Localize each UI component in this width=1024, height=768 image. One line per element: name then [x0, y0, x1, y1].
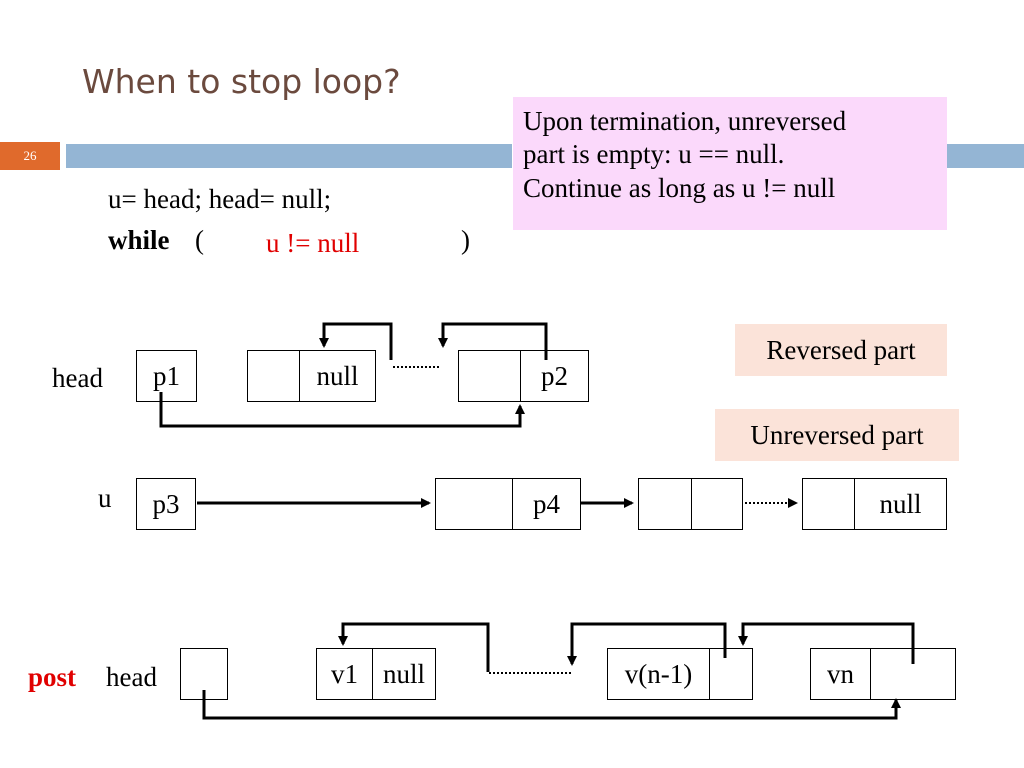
- arrow-r3-back-from-vn: [738, 622, 915, 664]
- head-label: head: [52, 363, 103, 393]
- cell-vn1: v(n-1): [607, 648, 710, 700]
- code-line-1: u= head; head= null;: [108, 184, 332, 214]
- cell-null-r1: null: [299, 350, 376, 402]
- u-label: u: [98, 483, 112, 513]
- cell-empty-r2c: [691, 478, 743, 530]
- post-head-label: head: [106, 662, 157, 692]
- arrow-r3-back-from-vn1: [567, 622, 727, 666]
- header-band-left: [66, 144, 512, 168]
- cell-v1: v1: [316, 648, 373, 700]
- callout-line-1: Upon termination, unreversed: [523, 106, 847, 136]
- while-close-paren: ): [461, 225, 470, 255]
- cell-empty-r2d: [802, 478, 855, 530]
- cell-p3: p3: [136, 478, 196, 530]
- arrow-r1-back-from-p2: [438, 322, 548, 360]
- cell-null-r2: null: [854, 478, 947, 530]
- post-label: post: [28, 662, 77, 692]
- cell-p2: p2: [520, 350, 589, 402]
- cell-null-r3: null: [372, 648, 436, 700]
- cell-empty-r1b: [458, 350, 521, 402]
- cell-empty-r2a: [435, 478, 513, 530]
- slide-title: When to stop loop?: [82, 62, 401, 101]
- arrow-r1-head-to-last: [159, 392, 525, 428]
- cell-p4: p4: [512, 478, 581, 530]
- header-band-right: [947, 144, 1024, 168]
- arrow-r1-back-to-null: [319, 322, 393, 360]
- cell-vn: vn: [810, 648, 871, 700]
- cell-empty-r3a: [709, 648, 753, 700]
- slide-number: 26: [0, 142, 60, 170]
- unreversed-part-tag: Unreversed part: [715, 409, 959, 461]
- arrow-r3-head-to-vn: [202, 690, 901, 720]
- cell-empty-r2b: [638, 478, 692, 530]
- callout-line-3: Continue as long as u != null: [523, 172, 836, 203]
- arrow-r3-back-to-v1: [338, 622, 490, 672]
- loop-condition: u != null: [266, 228, 360, 258]
- while-keyword: while: [108, 225, 170, 255]
- cell-p1: p1: [136, 350, 197, 402]
- while-open-paren: (: [195, 225, 204, 255]
- termination-callout: Upon termination, unreversed part is emp…: [513, 97, 947, 230]
- callout-line-2: part is empty: u == null.: [523, 139, 785, 170]
- reversed-part-tag: Reversed part: [735, 324, 947, 376]
